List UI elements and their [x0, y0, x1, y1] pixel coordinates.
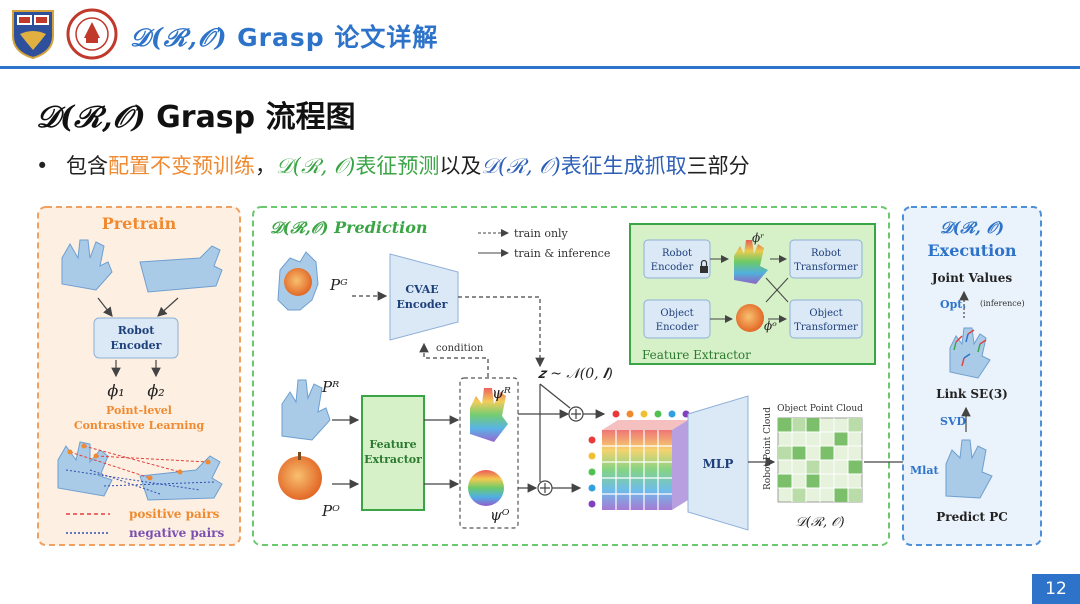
psi-r-hand-icon [470, 388, 508, 442]
feature-extractor-label1: Feature [369, 438, 416, 451]
cvae-encoder-box [389, 253, 459, 341]
fe-robot-transformer-line1: Robot [811, 248, 841, 259]
predict-pc-label: Predict PC [936, 510, 1008, 524]
bullet-part9: 三部分 [686, 154, 750, 178]
z-noise-label: 𝒛 ~ 𝒩(0, 𝑰) [538, 366, 613, 382]
fe-robot-transformer-line2: Transformer [794, 262, 858, 273]
fe-panel-title: Feature Extractor [642, 348, 751, 362]
pretrain-contrastive-line2: Contrastive Learning [74, 419, 205, 432]
feature-extractor-label2: Extractor [364, 453, 422, 466]
fe-rainbow-hand-icon [734, 240, 768, 284]
fe-robot-encoder-line2: Encoder [651, 262, 694, 273]
bullet-part6: 以及 [439, 154, 482, 178]
label-pg: 𝑃ᴳ [329, 276, 348, 294]
pretrain-phi2: ϕ₂ [147, 381, 164, 400]
pretrain-robot-encoder-box [93, 317, 179, 359]
pretrain-phi1: ϕ₁ [107, 381, 124, 400]
fe-phi-r-label: ϕʳ [752, 231, 764, 245]
university-seal-logo [66, 8, 118, 60]
opt-label: Opt. [940, 298, 966, 311]
execution-title-line1: 𝒟(ℛ, 𝒪) [940, 218, 1004, 237]
pretrain-positive-label: positive pairs [129, 507, 220, 521]
header-divider [0, 66, 1080, 69]
pretrain-negative-label: negative pairs [129, 526, 224, 540]
execution-title-line2: Execution [927, 241, 1016, 260]
psi-o-apple-icon [468, 470, 504, 506]
fe-rainbow-apple-icon [736, 304, 764, 332]
link-se3-label: Link SE(3) [936, 387, 1008, 401]
fe-object-encoder-line1: Object [660, 308, 693, 319]
cvae-label-line2: Encoder [397, 298, 448, 311]
cvae-label-line1: CVAE [405, 283, 438, 296]
header-title: 𝒟(ℛ,𝒪) Grasp 论文详解 [130, 18, 438, 54]
pretrain-robot-encoder-label: Robot [118, 324, 156, 337]
condition-label: condition [436, 343, 484, 354]
pretrain-hand-left-icon [61, 239, 113, 291]
prediction-title: 𝒟(ℛ,𝒪) Prediction [270, 218, 428, 237]
feature-extractor-box [361, 395, 425, 511]
pretrain-contrastive-line1: Point-level [106, 404, 172, 417]
header-title-suffix: Grasp 论文详解 [227, 23, 439, 52]
robot-hand-icon [281, 379, 331, 441]
bullet-dot-icon: • [36, 154, 49, 178]
fe-phi-o-label: ϕᵒ [764, 319, 777, 333]
bullet-part4: 𝒟(ℛ, 𝒪) [276, 154, 356, 178]
fe-robot-transformer-box [789, 239, 863, 279]
inference-label: (inference) [980, 299, 1025, 308]
pretrain-paired-hands-icon [57, 441, 223, 501]
fe-object-transformer-line1: Object [809, 308, 842, 319]
object-point-cloud-label: Object Point Cloud [777, 404, 863, 414]
fe-robot-encoder-line1: Robot [662, 248, 692, 259]
label-pr: 𝑃ᴿ [321, 378, 339, 396]
psi-o-label: 𝜓ᴼ [490, 506, 510, 524]
fe-object-transformer-box [789, 299, 863, 339]
skeleton-hand-icon [949, 327, 991, 379]
pretrain-hand-right-icon [139, 245, 223, 293]
mlp-box [687, 395, 749, 531]
slide-title: 𝒟(ℛ,𝒪) Grasp 流程图 [36, 92, 356, 136]
page-number: 12 [1032, 574, 1080, 604]
bullet-text: •包含配置不变预训练，𝒟(ℛ, 𝒪)表征预测以及𝒟(ℛ, 𝒪)表征生成抓取三部分 [36, 150, 750, 180]
slide-header: 𝒟(ℛ,𝒪) Grasp 论文详解 [0, 0, 1080, 66]
joint-values-label: Joint Values [931, 271, 1013, 285]
grasp-pointcloud-icon [277, 251, 319, 311]
robot-point-cloud-label: Robot Point Cloud [763, 407, 773, 490]
slide-title-prefix: 𝒟(ℛ,𝒪) [36, 100, 146, 135]
label-po: 𝑃ᴼ [321, 502, 340, 520]
bullet-part7: 𝒟(ℛ, 𝒪) [481, 154, 561, 178]
bullet-part5: 表征预测 [355, 154, 440, 178]
feature-cube-icon [588, 410, 690, 510]
bullet-part3: ， [255, 154, 276, 178]
bullet-part2: 配置不变预训练 [108, 154, 255, 178]
psi-r-label: 𝜓ᴿ [492, 384, 511, 402]
svd-label: SVD [940, 415, 966, 428]
pretrain-title: Pretrain [102, 214, 177, 233]
fe-object-transformer-line2: Transformer [794, 322, 858, 333]
distance-matrix-icon [777, 417, 863, 503]
university-crest-logo [12, 10, 54, 60]
slide-title-suffix: Grasp 流程图 [145, 100, 356, 135]
fe-object-encoder-line2: Encoder [656, 322, 699, 333]
pretrain-robot-encoder-label2: Encoder [111, 339, 162, 352]
legend-train-inference: train & inference [514, 247, 610, 260]
bullet-part1: 包含 [66, 154, 108, 178]
mlat-label: Mlat [910, 464, 939, 477]
bullet-part8: 表征生成抓取 [560, 154, 687, 178]
mlp-label: MLP [703, 457, 734, 471]
header-title-prefix: 𝒟(ℛ,𝒪) [130, 23, 228, 52]
dro-matrix-label: 𝒟(ℛ, 𝒪) [795, 515, 844, 530]
predict-pc-hand-icon [945, 439, 993, 499]
legend-train-only: train only [514, 227, 569, 240]
lock-icon [700, 259, 708, 273]
object-apple-icon [278, 456, 322, 500]
